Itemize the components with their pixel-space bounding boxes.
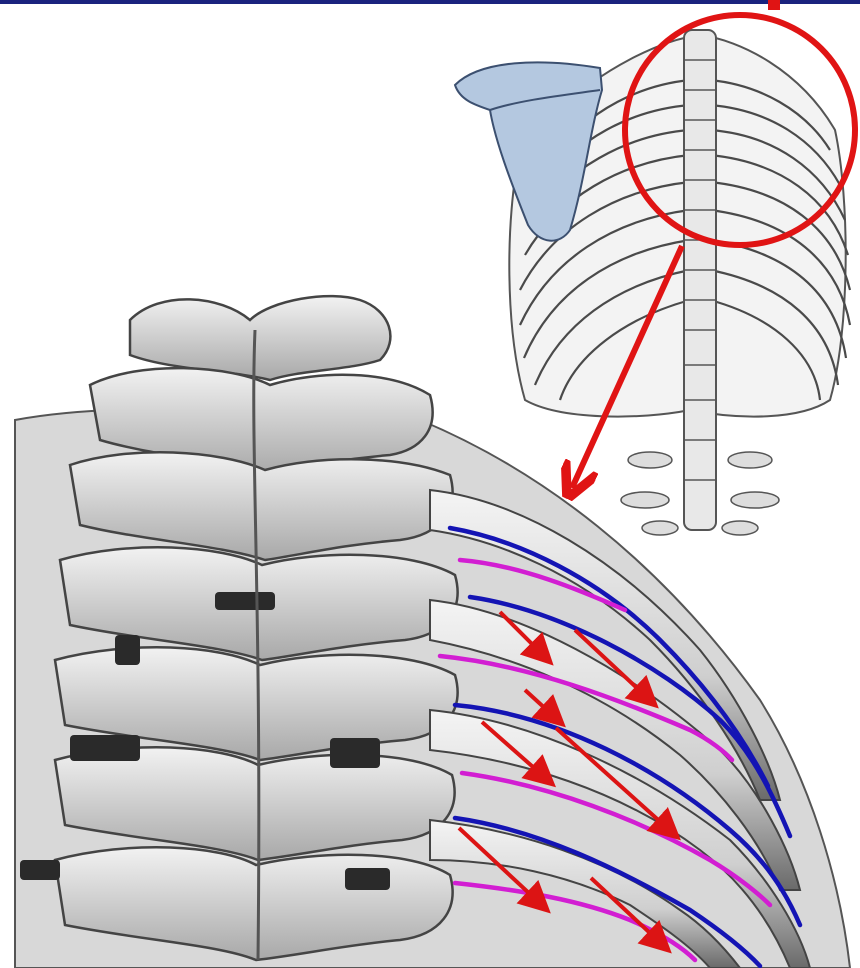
inset-rib-cage bbox=[455, 30, 850, 535]
